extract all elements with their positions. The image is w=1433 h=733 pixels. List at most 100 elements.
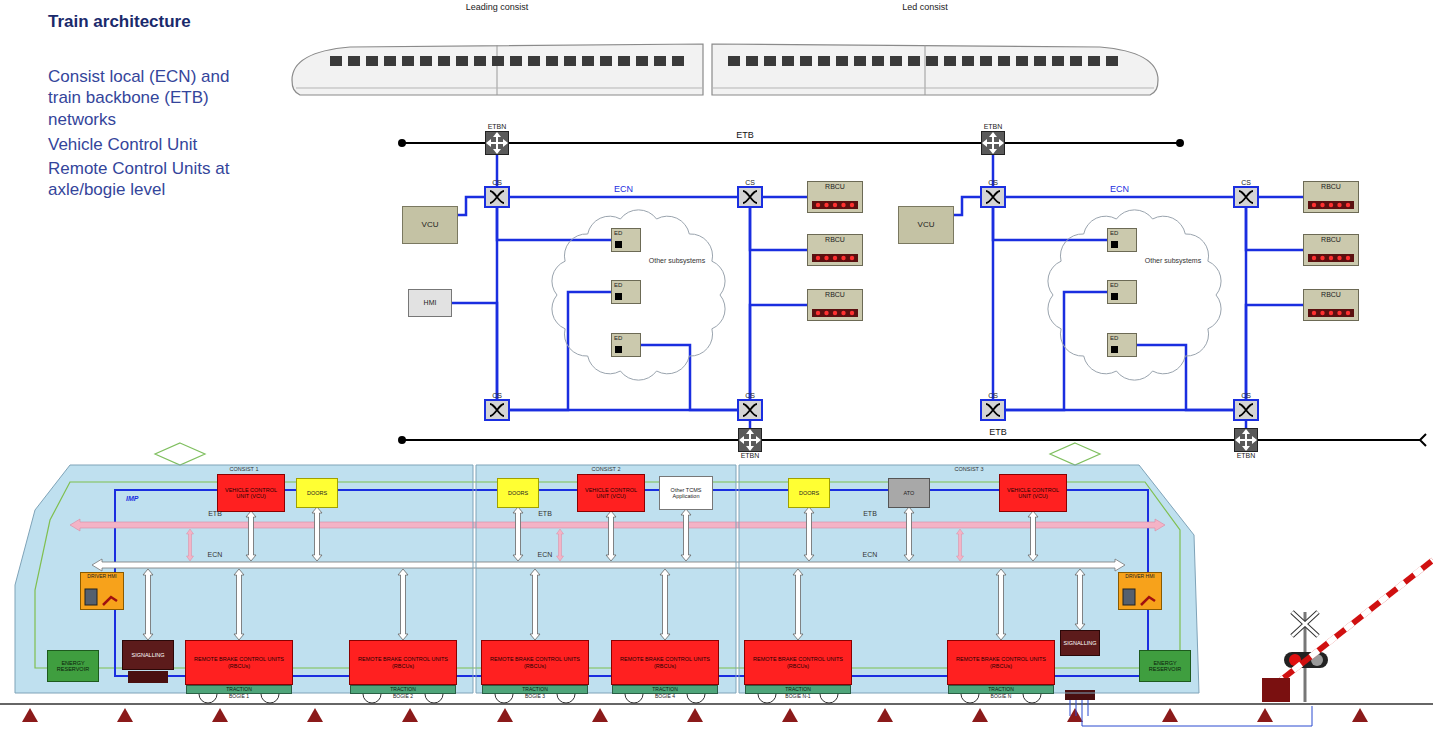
node-text: ED [614, 282, 622, 289]
rail [1352, 708, 1368, 722]
train-image [330, 56, 1118, 66]
ecn-link [1259, 196, 1303, 199]
vcu-box: VEHICLE CONTROL UNIT (VCU) [577, 474, 645, 512]
train-image [764, 56, 776, 66]
train-image [728, 56, 740, 66]
node-text: CS [988, 179, 998, 187]
node-text: TRACTION [988, 687, 1014, 693]
train-image [980, 56, 992, 66]
network-label: ECN [1110, 184, 1129, 194]
train-image [438, 56, 450, 66]
node-text: Other TCMS Application [661, 487, 711, 500]
etb-backbone-line [402, 439, 738, 441]
ecn-link [750, 305, 807, 399]
train-image [1088, 56, 1100, 66]
node-text: TRACTION [785, 687, 811, 693]
rail [782, 708, 798, 722]
node-text: RBCU [1321, 236, 1341, 244]
bus-arrow [606, 511, 616, 561]
bus-arrow [957, 529, 964, 561]
rbcu-box: REMOTE BRAKE CONTROL UNITS (RBCUs) [481, 640, 589, 685]
level-crossing [1262, 678, 1290, 702]
node-text: VCU [422, 220, 439, 229]
rail [425, 694, 443, 703]
consist-fill [15, 465, 473, 693]
node-text: TRACTION [652, 687, 678, 693]
bus-arrow [530, 569, 540, 640]
cs-graphic [486, 401, 512, 423]
etb-backbone-line [399, 437, 405, 443]
train-image [712, 44, 1158, 95]
consist-switch: CS [737, 399, 763, 421]
consist-switch: CS [980, 186, 1006, 208]
train-image [800, 56, 812, 66]
description-text: Consist local (ECN) and train backbone (… [48, 66, 263, 130]
network-label: ETB [736, 130, 754, 140]
signalling-antenna [128, 671, 168, 683]
train-image [818, 56, 830, 66]
node-text: SIGNALLING [1063, 640, 1096, 646]
bus-arrow [793, 569, 803, 640]
node-text: ENERGY RESERVOIR [1141, 660, 1189, 673]
node-text: ED [1110, 230, 1118, 237]
tcms-app-box: Other TCMS Application [659, 476, 713, 510]
ato-box: ATO [888, 478, 930, 508]
consist-body: CONSIST 3DOORSATOVEHICLE CONTROL UNIT (V… [739, 465, 1199, 693]
etbn-graphic [1235, 429, 1259, 453]
etbn-switch: ETBN [1234, 428, 1258, 452]
train-image [292, 44, 1158, 95]
train-image [654, 56, 666, 66]
node-text: RBCU [1321, 291, 1341, 299]
rail [625, 694, 643, 703]
bogie-label: BOGIE 3 [525, 694, 545, 700]
node-text: REMOTE BRAKE CONTROL UNITS (RBCUs) [949, 656, 1053, 669]
bogie-label: BOGIE 1 [229, 694, 249, 700]
slide-title: Train architecture [48, 12, 191, 32]
rbcu-box: REMOTE BRAKE CONTROL UNITS (RBCUs) [185, 640, 293, 685]
rail [592, 708, 608, 722]
rail [199, 694, 217, 703]
end-device: ED [1107, 280, 1137, 304]
node-text: RBCU [825, 236, 845, 244]
rail [402, 708, 418, 722]
level-crossing [1276, 560, 1433, 684]
etb-link [762, 439, 1234, 441]
rail [820, 694, 838, 703]
signalling-antenna [1070, 700, 1312, 726]
bus-arrow [904, 507, 914, 561]
node-text: CS [1241, 392, 1251, 400]
train-image [292, 44, 703, 95]
bus-arrow [660, 569, 670, 640]
hmi-panel: HMI [408, 289, 452, 317]
bus-arrow [187, 529, 194, 561]
energy-reservoir: ENERGY RESERVOIR [47, 650, 99, 682]
consist-switch: CS [484, 399, 510, 421]
node-text: ETBN [741, 452, 760, 460]
node-text: RBCU [1321, 183, 1341, 191]
node-text: CS [745, 392, 755, 400]
etb-backbone-line [1420, 434, 1426, 446]
bus-arrow [1028, 511, 1038, 561]
rbcu-box: REMOTE BRAKE CONTROL UNITS (RBCUs) [947, 640, 1055, 685]
ecn-link [510, 196, 737, 199]
node-text: ED [614, 230, 622, 237]
traction-strip: TRACTION [482, 685, 588, 694]
ecn-link [954, 197, 980, 215]
train-image [962, 56, 974, 66]
node-text: REMOTE BRAKE CONTROL UNITS (RBCUs) [187, 656, 291, 669]
rbcu-box: RBCU [1303, 181, 1359, 213]
train-caption: Led consist [902, 2, 948, 12]
vcu-box: VCU [898, 206, 954, 244]
bus-label: ETB [863, 510, 877, 518]
end-device: ED [611, 333, 641, 357]
cs-graphic [739, 401, 765, 423]
bus-label: ETB [538, 510, 552, 518]
train-image [1034, 56, 1046, 66]
vcu-box: VEHICLE CONTROL UNIT (VCU) [999, 474, 1067, 512]
train-caption: Leading consist [466, 2, 529, 12]
node-text: TRACTION [390, 687, 416, 693]
etbn-switch: ETBN [738, 428, 762, 452]
cs-graphic [1235, 401, 1261, 423]
